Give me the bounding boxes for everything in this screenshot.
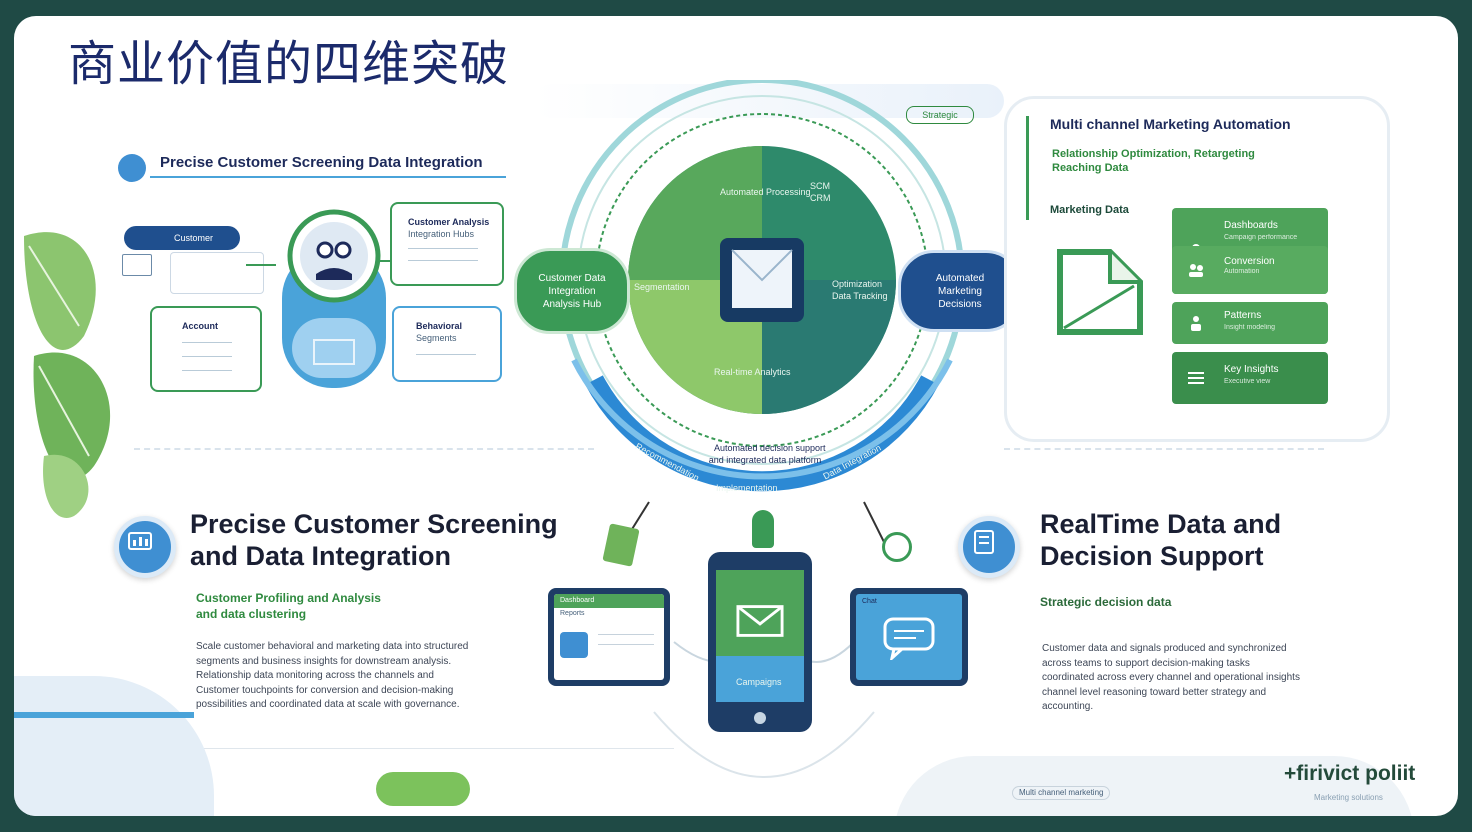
person-icon (1191, 316, 1201, 331)
leaf-decoration (24, 232, 111, 518)
bottom-left-wave-accent (14, 712, 194, 718)
connector-left (246, 264, 276, 266)
hub-inner-left: Segmentation (634, 282, 690, 292)
conversion-card: Conversion Automation (1172, 246, 1328, 294)
whatsapp-icon (882, 532, 912, 562)
patterns-card: Patterns Insight modeling (1172, 302, 1328, 344)
bottom-left-paragraph: Scale customer behavioral and marketing … (196, 641, 469, 710)
customer-tag: Customer (124, 226, 240, 250)
people-icon (1189, 264, 1203, 277)
top-badge: Strategic (906, 106, 974, 124)
phone-device: Campaigns (708, 552, 812, 732)
chat-bubble-icon (883, 617, 935, 660)
behavioral-card: Behavioral Segments (392, 306, 502, 382)
footer-green-pill (376, 772, 470, 806)
right-hub-pill: Automated Marketing Decisions (898, 250, 1022, 332)
bottom-left-heading-2: and Data Integration (190, 541, 452, 571)
connector-right (376, 260, 396, 262)
footer-center-text: Multi channel marketing (1012, 786, 1111, 800)
left-hub-pill: Customer Data Integration Analysis Hub (514, 248, 630, 334)
bottom-right-sub: Strategic decision data (1040, 595, 1172, 609)
hub-bottom-text: Automated decision support and integrate… (708, 443, 826, 465)
chat-device: Chat (850, 588, 968, 686)
right-section-heading: Multi channel Marketing Automation (1050, 116, 1291, 132)
bottom-right-wave (894, 756, 1414, 816)
left-heading-badge (118, 154, 146, 182)
section-divider-right (1004, 448, 1324, 450)
report-icon (974, 530, 994, 554)
brand-tagline: Marketing solutions (1314, 793, 1383, 802)
doc-icon (122, 254, 152, 276)
top-highlight (534, 84, 1004, 118)
footer-line (204, 748, 674, 749)
bottom-right-heading-1: RealTime Data and (1040, 509, 1282, 539)
section-divider-left (134, 448, 594, 450)
bottom-left-sub-2: and data clustering (196, 607, 307, 621)
right-section-sub1: Relationship Optimization, Retargeting (1052, 148, 1255, 160)
page-title: 商业价值的四维突破 (68, 36, 510, 92)
person-top-icon (752, 510, 774, 548)
slide: 商业价值的四维突破 Strategic Precise Customer Scr… (14, 16, 1458, 816)
key-insights-card: Key Insights Executive view (1172, 352, 1328, 404)
bottom-left-sub-1: Customer Profiling and Analysis (196, 591, 381, 605)
ring-label-bottom: Implementation (716, 483, 778, 493)
screening-icon (114, 516, 176, 578)
tablet-device: Dashboard Reports (548, 588, 670, 686)
account-card: Account (150, 306, 262, 392)
right-section-sub2: Reaching Data (1052, 162, 1129, 174)
hub-inner-bottom: Real-time Analytics (714, 367, 791, 377)
mail-icon (736, 605, 784, 637)
left-section-heading: Precise Customer Screening Data Integrat… (160, 154, 483, 171)
central-hub (559, 80, 965, 492)
hub-top-label: Automated Processing (720, 187, 811, 197)
info-row-lines (170, 252, 264, 294)
bottom-left-wave (14, 676, 214, 816)
decision-icon (958, 516, 1020, 578)
brand-logo: +firivict poliit (1284, 762, 1416, 785)
bottom-right-heading-2: Decision Support (1040, 541, 1264, 571)
chart-icon (128, 532, 152, 550)
right-panel-divider (1026, 116, 1029, 220)
bottom-left-heading-1: Precise Customer Screening (190, 509, 558, 539)
hub-inner-right: Optimization Data Tracking (832, 279, 888, 301)
list-icon (1188, 372, 1204, 384)
marketing-data-label: Marketing Data (1050, 204, 1129, 216)
document-icon (1057, 249, 1143, 335)
hub-codes: SCM CRM (810, 181, 831, 203)
customer-node (282, 209, 386, 388)
left-heading-underline (150, 176, 506, 178)
bottom-right-paragraph: Customer data and signals produced and s… (1042, 643, 1300, 712)
customer-analysis-card: Customer Analysis Integration Hubs (390, 202, 504, 286)
